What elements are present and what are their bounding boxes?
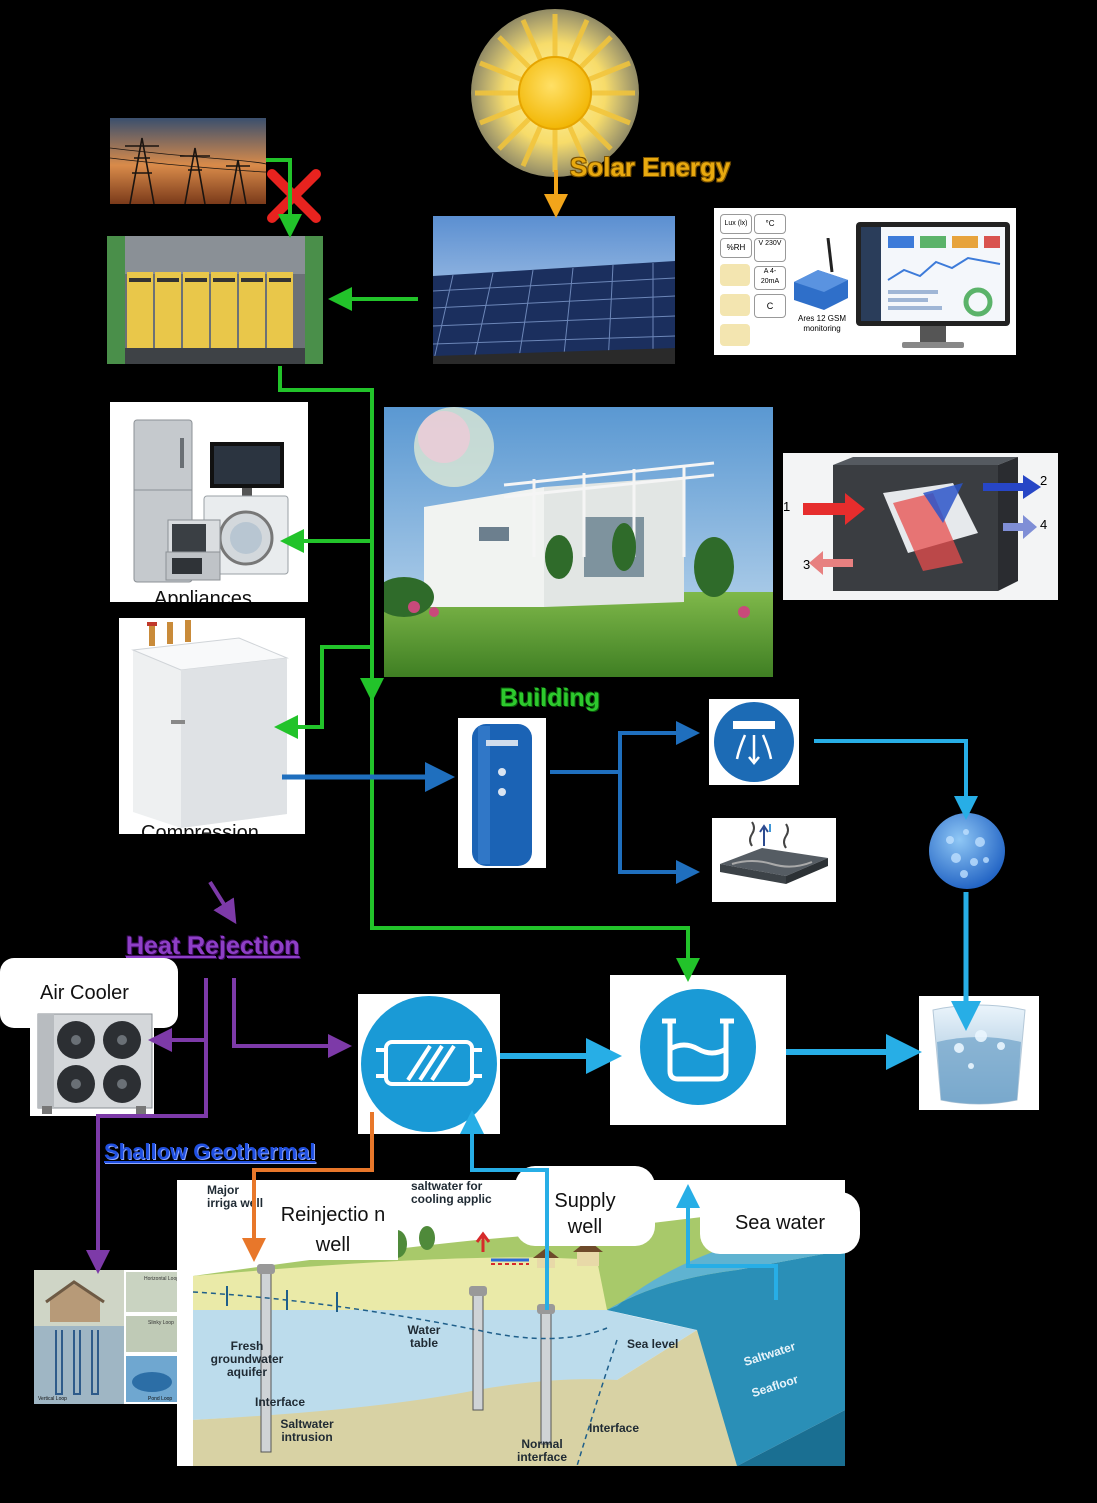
hrv-port-2: 2	[1040, 473, 1048, 488]
solar-panels-image	[433, 216, 675, 364]
reinjection-well-label: Reinjectio n well	[268, 1192, 398, 1260]
arrow-heatrejection-to-hx	[232, 978, 352, 1058]
storage-tank-image	[458, 718, 546, 868]
arrow-tank-split	[550, 721, 700, 774]
aquifer-water-table: Water table	[407, 1323, 441, 1350]
sensor-humidity: %RH	[720, 238, 752, 258]
drinking-water-image	[919, 996, 1039, 1110]
arrow-compression-to-heatrejection	[208, 880, 237, 925]
shallow-geothermal-title: Shallow Geothermal	[104, 1139, 316, 1164]
arrow-tank-to-floor	[618, 772, 700, 884]
aquifer-major-well: Major irriga well	[207, 1183, 264, 1210]
aquifer-normal-interface: Normal interface	[516, 1437, 568, 1464]
building-image	[384, 407, 773, 677]
heat-pump-image: Compression	[119, 618, 305, 834]
sensor-lux: Lux (lx)	[720, 214, 752, 234]
arrow-diffuser-to-condensate	[814, 739, 978, 820]
compression-label: Compression	[141, 822, 259, 834]
aquifer-interface-right: Interface	[589, 1421, 640, 1435]
power-grid-image	[110, 118, 266, 204]
hrv-port-1: 1	[783, 499, 791, 514]
sun-icon	[471, 9, 639, 177]
sea-water-label: Sea water	[700, 1192, 860, 1254]
gsm-device-icon	[794, 238, 848, 310]
sensor-tile-b	[720, 294, 750, 316]
supply-well-text: Supply well	[554, 1190, 616, 1238]
air-cooler-image	[30, 1010, 154, 1116]
air-cooler-label: Air Cooler	[40, 982, 129, 1004]
battery-storage-image	[107, 236, 323, 364]
aquifer-sea-level: Sea level	[627, 1337, 679, 1351]
appliances-label: Appliances	[154, 588, 252, 602]
heat-exchanger-icon	[358, 994, 500, 1134]
building-title: Building	[500, 684, 600, 712]
aquifer-interface-left: Interface	[255, 1395, 306, 1409]
sensor-current: A 4-20mA	[754, 266, 786, 290]
monitoring-system-image: Lux (lx) °C %RH V 230V A 4-20mA C Ares 1…	[714, 208, 1016, 355]
air-diffuser-icon	[709, 699, 799, 785]
water-treatment-icon	[610, 975, 786, 1125]
geothermal-loops-image: Horizontal Loop Slinky Loop Vertical Loo…	[34, 1270, 182, 1404]
condensate-water-icon	[929, 813, 1005, 889]
reinjection-well-text: Reinjectio n well	[280, 1204, 386, 1256]
sensor-counter: C	[754, 294, 786, 318]
geo-loop-slinky: Slinky Loop	[148, 1320, 174, 1326]
supply-well-label: Supply well	[515, 1166, 655, 1246]
sensor-grid: Lux (lx) °C %RH V 230V A 4-20mA C	[720, 214, 786, 350]
hrv-port-3: 3	[803, 557, 811, 572]
aquifer-fresh-groundwater: Fresh groundwater aquifer	[210, 1339, 284, 1379]
sea-water-text: Sea water	[734, 1212, 826, 1234]
gsm-device-label: Ares 12 GSM monitoring	[797, 314, 846, 333]
sensor-temp: °C	[754, 214, 786, 234]
aquifer-saltwater-intrusion: Saltwater intrusion	[280, 1417, 334, 1444]
disconnect-x-icon	[267, 169, 321, 223]
radiant-floor-image	[712, 818, 836, 902]
sensor-tile-c	[720, 324, 750, 346]
heat-rejection-title: Heat Rejection	[126, 932, 300, 960]
geo-loop-pond: Pond Loop	[148, 1396, 173, 1402]
sensor-tile-a	[720, 264, 750, 286]
sensor-voltage: V 230V	[754, 238, 786, 262]
hrv-port-4: 4	[1040, 517, 1048, 532]
geo-loop-vertical: Vertical Loop	[38, 1396, 67, 1402]
dashboard-monitor-icon	[856, 222, 1010, 348]
heat-recovery-ventilator-image: 1 2 3 4	[783, 453, 1058, 600]
solar-energy-title: Solar Energy	[570, 152, 731, 182]
appliances-image: Appliances	[110, 402, 308, 602]
geo-loop-horizontal: Horizontal Loop	[144, 1276, 180, 1282]
aquifer-saltwater-cooling: saltwater for cooling applic	[411, 1180, 492, 1206]
